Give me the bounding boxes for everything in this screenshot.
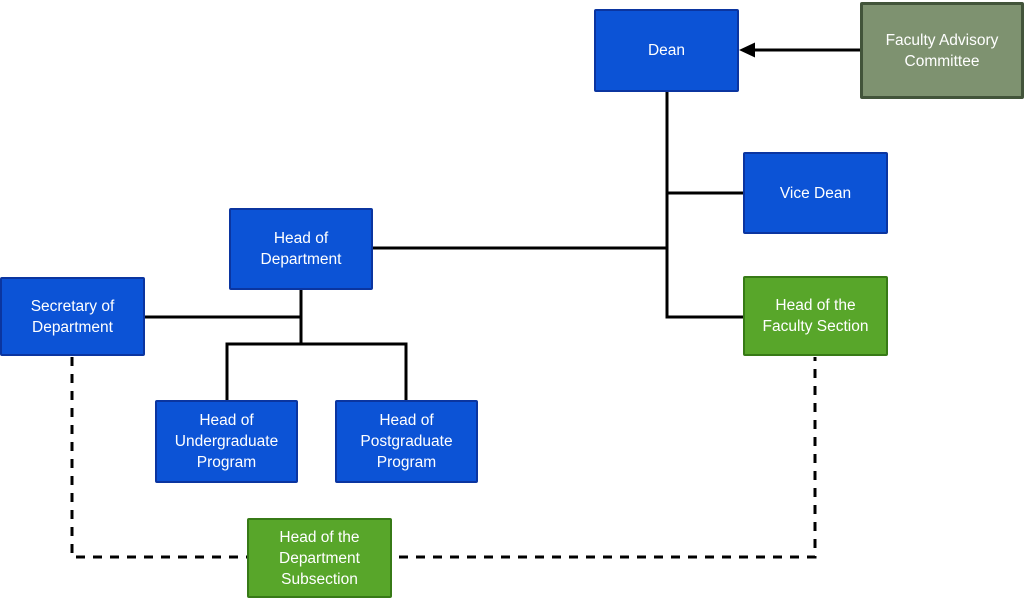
node-dean: Dean [594, 9, 739, 92]
node-head-of-department: Head of Department [229, 208, 373, 290]
node-head-of-undergraduate-program: Head of Undergraduate Program [155, 400, 298, 483]
edge-secretary-subsection-facultysection [70, 357, 817, 559]
node-head-of-faculty-section: Head of the Faculty Section [743, 276, 888, 356]
node-head-of-postgraduate-program: Head of Postgraduate Program [335, 400, 478, 483]
arrowhead-into-dean [739, 42, 755, 58]
node-faculty-advisory-committee: Faculty Advisory Committee [860, 2, 1024, 99]
node-head-of-department-subsection: Head of the Department Subsection [247, 518, 392, 598]
node-vice-dean: Vice Dean [743, 152, 888, 234]
node-secretary-of-department: Secretary of Department [0, 277, 145, 356]
